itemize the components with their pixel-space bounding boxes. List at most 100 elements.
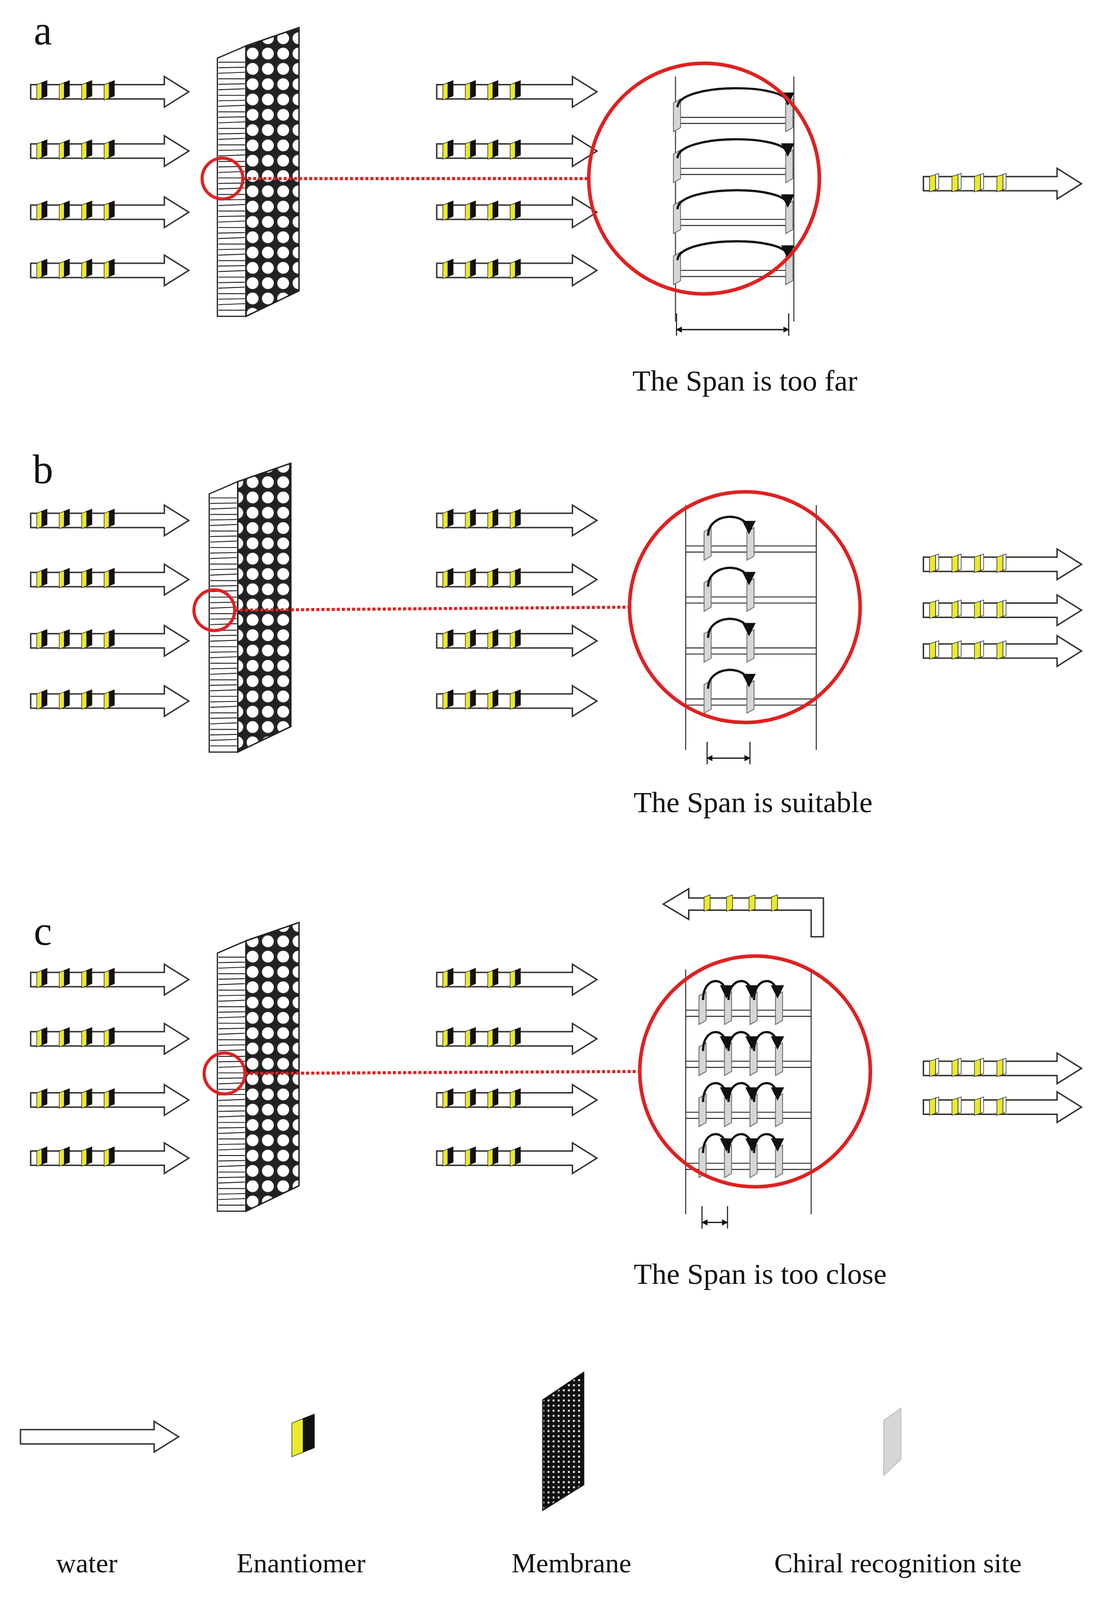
enantiomer-half <box>41 80 48 98</box>
membrane-hatch <box>210 635 237 636</box>
enantiomer <box>726 894 733 911</box>
enantiomer-half <box>41 1027 48 1045</box>
membrane-hatch <box>218 973 246 975</box>
membrane-hatch <box>218 1154 246 1156</box>
enantiomer-half <box>59 82 65 100</box>
membrane-hatch <box>210 689 237 691</box>
rail <box>815 504 817 751</box>
membrane-hatch <box>210 668 237 669</box>
enantiomer-half <box>109 1146 115 1164</box>
chiral-site <box>746 527 754 560</box>
enantiomer-half <box>86 968 93 986</box>
enantiomer <box>980 1058 984 1075</box>
hop-arrow <box>753 1133 778 1153</box>
membrane-hatch <box>210 607 237 608</box>
enantiomer-half <box>41 968 48 986</box>
enantiomer-half <box>81 691 87 710</box>
enantiomer-half <box>515 568 521 586</box>
enantiomer-half <box>86 1088 93 1106</box>
enantiomer-half <box>470 201 476 219</box>
enantiomer <box>957 1096 961 1113</box>
membrane-hatch <box>218 303 246 305</box>
enantiomer-half <box>64 1027 70 1045</box>
membrane-hatch <box>218 1055 246 1057</box>
membrane-hatch <box>210 651 237 653</box>
zoom-line <box>242 176 589 180</box>
membrane-hatch <box>210 585 237 587</box>
water-arrow <box>30 196 189 228</box>
enantiomer <box>929 1097 936 1115</box>
hop-arrow <box>702 1082 727 1102</box>
membrane-hatch <box>218 967 246 968</box>
hop-arrow <box>677 88 788 108</box>
membrane-hatch <box>218 1072 246 1074</box>
enantiomer-half <box>465 261 471 279</box>
enantiomer <box>997 555 1004 573</box>
membrane-hatch <box>210 623 237 625</box>
enantiomer <box>951 555 958 573</box>
hop-arrow <box>753 1031 778 1051</box>
enantiomer-half <box>36 203 42 221</box>
enantiomer-half <box>470 1027 476 1045</box>
water-arrow <box>923 1052 1082 1084</box>
membrane-hatch <box>210 684 237 686</box>
enantiomer-half <box>470 139 476 157</box>
hop-arrow <box>753 980 778 1000</box>
enantiomer-half <box>64 80 70 98</box>
enantiomer-half <box>64 968 70 986</box>
membrane-hatch <box>218 1176 246 1178</box>
enantiomer-half <box>59 570 65 588</box>
membrane-hatch <box>218 177 246 179</box>
membrane-hatch <box>218 1110 246 1112</box>
enantiomer-half <box>36 511 42 529</box>
chiral-site <box>785 201 793 234</box>
enantiomer-half <box>81 1090 87 1108</box>
enantiomer-half <box>515 201 521 219</box>
enantiomer <box>974 1097 981 1115</box>
water-arrow <box>30 964 189 995</box>
water-arrow <box>923 1091 1082 1122</box>
legend-text: Membrane <box>511 1547 632 1579</box>
enantiomer-half <box>109 689 115 707</box>
enantiomer-half <box>515 968 521 986</box>
enantiomer-half <box>41 568 48 586</box>
enantiomer-half <box>487 631 494 649</box>
membrane-face <box>237 463 291 752</box>
enantiomer-half <box>59 1148 65 1166</box>
membrane-hatch <box>218 111 246 113</box>
enantiomer-half <box>447 258 453 277</box>
enantiomer-half <box>41 1088 48 1106</box>
membrane-hatch <box>218 78 246 80</box>
hop-arrow <box>728 1133 752 1153</box>
membrane-hatch <box>210 695 237 697</box>
enantiomer <box>974 600 981 618</box>
enantiomer-half <box>493 80 499 98</box>
water-arrow <box>30 135 189 167</box>
enantiomer-half <box>442 631 449 649</box>
membrane-hatch <box>218 1198 246 1200</box>
membrane-hatch <box>210 646 237 648</box>
enantiomer <box>951 600 958 618</box>
membrane-hatch <box>210 679 237 680</box>
membrane-hatch <box>210 639 237 641</box>
enantiomer-half <box>470 568 476 586</box>
enantiomer-half <box>447 1027 453 1045</box>
enantiomer <box>997 1097 1004 1115</box>
dim-tick <box>676 313 678 336</box>
enantiomer <box>929 555 936 573</box>
membrane-hatch <box>210 613 237 615</box>
membrane-hatch <box>218 1066 246 1068</box>
water-arrow <box>436 625 597 657</box>
enantiomer-half <box>510 1090 516 1108</box>
enantiomer-half <box>41 509 48 527</box>
enantiomer-half <box>109 629 115 647</box>
enantiomer-half <box>81 141 87 159</box>
enantiomer-half <box>442 1090 449 1108</box>
membrane-hatch <box>218 978 246 979</box>
membrane-hatch <box>218 220 246 222</box>
enantiomer-half <box>470 258 476 277</box>
enantiomer-half <box>447 968 453 986</box>
enantiomer-half <box>447 80 453 98</box>
water-arrow <box>20 1421 179 1452</box>
